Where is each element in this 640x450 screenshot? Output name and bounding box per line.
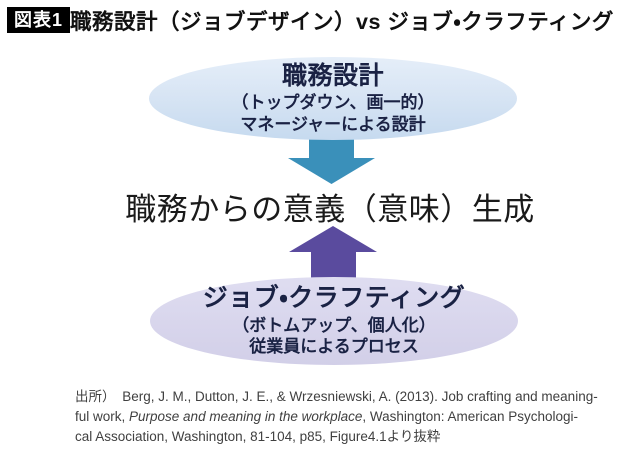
job-crafting-subline2: 従業員によるプロセス xyxy=(249,337,419,357)
figure-header: 図表1 職務設計（ジョブデザイン）vs ジョブ・クラフティング xyxy=(0,0,640,40)
job-design-heading: 職務設計 xyxy=(281,61,384,90)
figure-number-badge: 図表1 xyxy=(7,7,71,33)
job-crafting-subline1: （ボトムアップ、個人化） xyxy=(232,315,436,335)
meaning-statement: 職務からの意義（意味）生成 xyxy=(125,192,535,228)
up-arrow-icon xyxy=(289,226,377,285)
job-crafting-heading: ジョブ・クラフティング xyxy=(202,284,466,313)
down-arrow-icon xyxy=(288,126,375,184)
citation-line-2-post: , Washington: American Psychologi- xyxy=(362,409,579,424)
citation-line-2: ful work, Purpose and meaning in the wor… xyxy=(75,407,587,427)
citation-line-1: 出所） Berg, J. M., Dutton, J. E., & Wrzesn… xyxy=(75,389,598,404)
citation-line-2-italic: Purpose and meaning in the workplace xyxy=(129,409,363,424)
figure-title: 職務設計（ジョブデザイン）vs ジョブ・クラフティング xyxy=(70,10,614,34)
job-design-subline2: マネージャーによる設計 xyxy=(240,114,426,134)
citation-line-3: cal Association, Washington, 81-104, p85… xyxy=(75,429,441,444)
citation-line-2-pre: ful work, xyxy=(75,409,130,424)
job-crafting-ellipse: ジョブ・クラフティング （ボトムアップ、個人化） 従業員によるプロセス xyxy=(150,277,518,365)
job-design-subline1: （トップダウン、画一的） xyxy=(231,93,435,113)
source-citation: 出所） Berg, J. M., Dutton, J. E., & Wrzesn… xyxy=(75,387,598,447)
job-design-ellipse: 職務設計 （トップダウン、画一的） マネージャーによる設計 xyxy=(149,57,517,140)
